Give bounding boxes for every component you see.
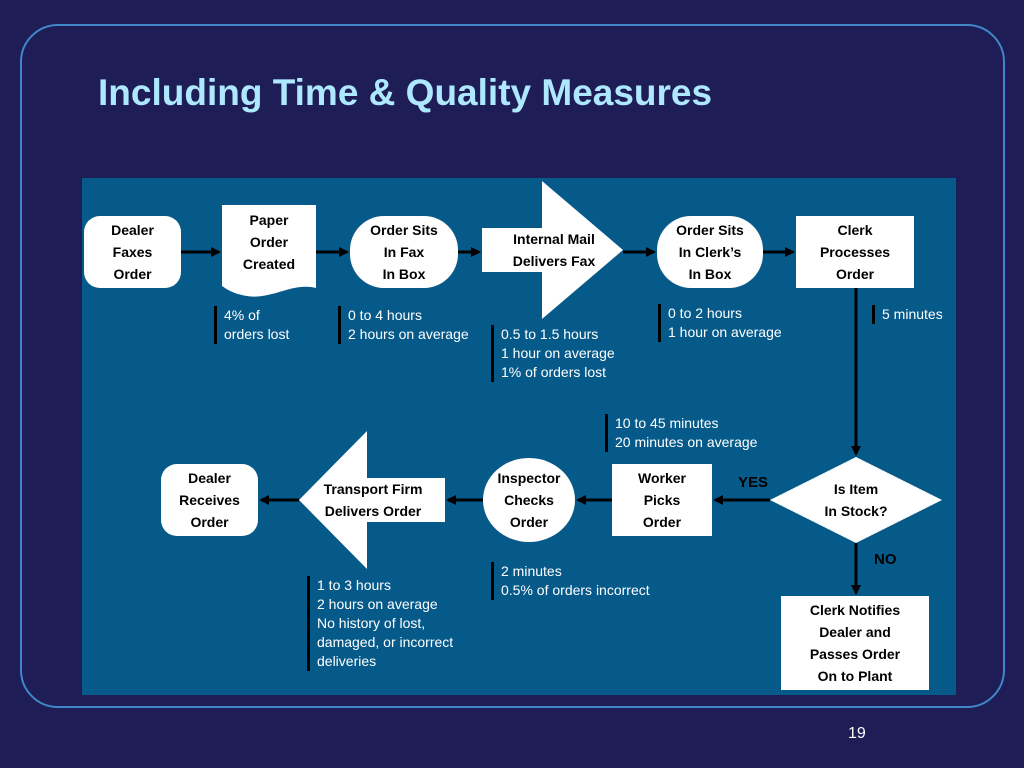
clerk-notifies-label: Clerk Notifies Dealer and Passes Order O… <box>809 602 901 684</box>
order-sits-clerk-note: 0 to 2 hours 1 hour on average <box>658 304 782 342</box>
dealer-faxes-shape <box>84 216 181 288</box>
inspector-checks-shape <box>483 458 575 542</box>
is-item-in-stock-shape <box>770 457 942 543</box>
order-sits-clerk-label: Order Sits In Clerk’s In Box <box>676 222 744 282</box>
clerk-processes-note: 5 minutes <box>872 305 943 324</box>
order-sits-fax-shape <box>350 216 458 288</box>
worker-picks-label: Worker Picks Order <box>638 470 686 530</box>
transport-firm-note: 1 to 3 hours 2 hours on average No histo… <box>307 576 453 671</box>
internal-mail-note: 0.5 to 1.5 hours 1 hour on average 1% of… <box>491 325 615 382</box>
flowchart-shapes <box>84 181 942 690</box>
is-item-in-stock-label: Is Item In Stock? <box>824 481 888 519</box>
flow-arrows <box>181 247 861 595</box>
order-sits-fax-label: Order Sits In Fax In Box <box>370 222 438 282</box>
worker-picks-shape <box>612 464 712 536</box>
dealer-faxes-label: Dealer Faxes Order <box>111 222 154 282</box>
slide-title: Including Time & Quality Measures <box>98 72 713 113</box>
dealer-receives-shape <box>161 464 258 536</box>
inspector-checks-label: Inspector Checks Order <box>497 470 561 530</box>
order-sits-clerk-shape <box>657 216 763 288</box>
transport-firm-label: Transport Firm Delivers Order <box>323 481 423 519</box>
clerk-notifies-shape <box>781 596 929 690</box>
paper-order-shape <box>222 205 316 297</box>
slide-frame <box>20 24 1005 708</box>
inspector-checks-note: 2 minutes 0.5% of orders incorrect <box>491 562 650 600</box>
dealer-receives-label: Dealer Receives Order <box>179 470 240 530</box>
worker-picks-note: 10 to 45 minutes 20 minutes on average <box>605 414 757 452</box>
page-number: 19 <box>848 725 866 742</box>
clerk-processes-label: Clerk Processes Order <box>819 222 891 282</box>
paper-order-note: 4% of orders lost <box>214 306 289 344</box>
transport-firm-shape <box>299 431 445 569</box>
order-sits-fax-note: 0 to 4 hours 2 hours on average <box>338 306 469 344</box>
internal-mail-label: Internal Mail Delivers Fax <box>512 231 596 269</box>
internal-mail-shape <box>482 181 623 319</box>
yes-branch-label: YES <box>738 474 769 491</box>
no-branch-label: NO <box>874 551 897 568</box>
paper-order-label: Paper Order Created <box>242 212 296 272</box>
clerk-processes-shape <box>796 216 914 288</box>
flowchart-panel: Dealer Faxes Order Paper Order Created O… <box>82 178 956 695</box>
